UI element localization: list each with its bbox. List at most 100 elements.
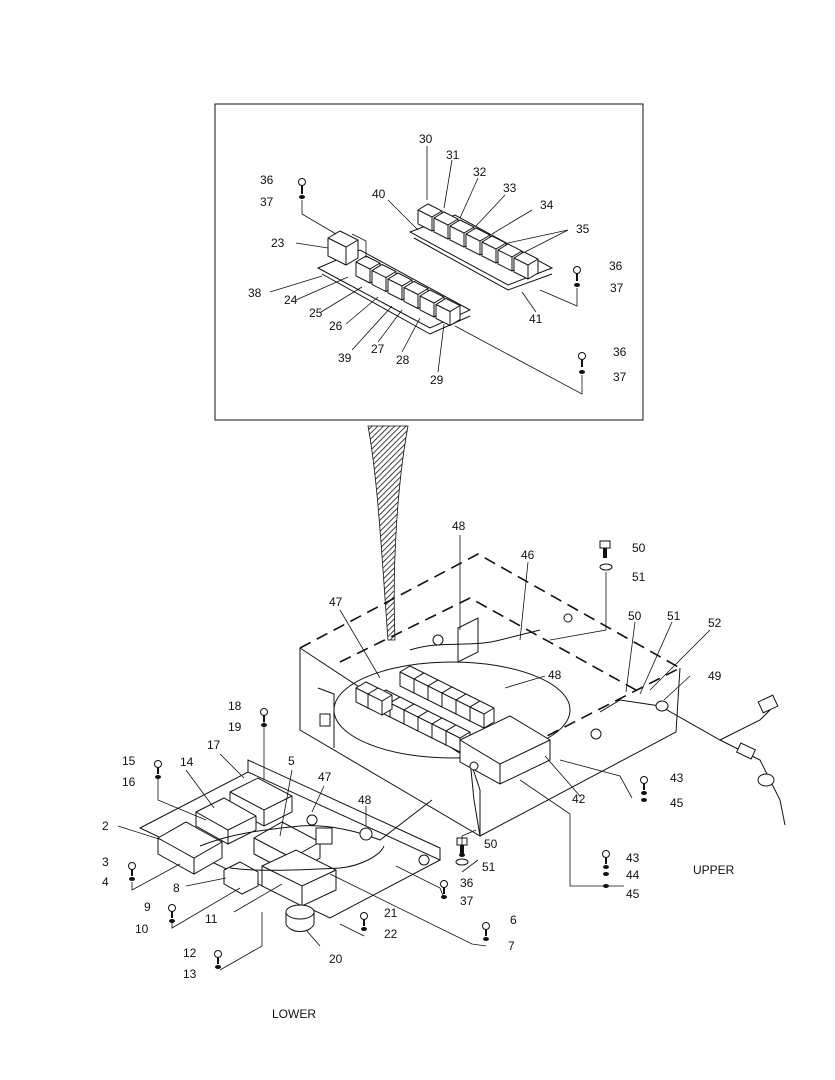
inset-label-25: 25 xyxy=(309,306,323,320)
screw-3 xyxy=(128,862,136,881)
main-label-22: 22 xyxy=(384,927,398,941)
inset-label-26: 26 xyxy=(329,319,343,333)
bracket-48-upper xyxy=(457,617,479,663)
caption-lower: LOWER xyxy=(272,1007,316,1021)
zoom-connector xyxy=(367,425,409,641)
relay-8 xyxy=(223,861,259,895)
main-label-20: 20 xyxy=(329,952,343,966)
inset-label-24: 24 xyxy=(284,293,298,307)
main-label-6: 6 xyxy=(510,913,517,927)
relay-23 xyxy=(327,230,367,266)
main-label-15: 15 xyxy=(122,754,136,768)
module-42 xyxy=(459,715,551,785)
inset-leaders xyxy=(269,146,569,373)
inset-label-40: 40 xyxy=(372,187,386,201)
relay-strip-rear xyxy=(408,203,554,291)
main-label-9: 9 xyxy=(144,900,151,914)
inset-screw-lower-right xyxy=(454,325,586,395)
inset-label-34: 34 xyxy=(540,198,554,212)
caption-upper: UPPER xyxy=(693,863,735,877)
inset-label-33: 33 xyxy=(503,181,517,195)
main-label-14: 14 xyxy=(180,755,194,769)
main-label-51: 51 xyxy=(667,609,681,623)
inset-label-37: 37 xyxy=(613,370,627,384)
inset-label-28: 28 xyxy=(396,353,410,367)
main-label-48: 48 xyxy=(452,519,466,533)
inset-label-37: 37 xyxy=(260,195,274,209)
main-label-45: 45 xyxy=(626,887,640,901)
screw-10 xyxy=(640,776,648,795)
upper-relay-rows xyxy=(355,665,495,753)
main-label-36: 36 xyxy=(460,876,474,890)
main-label-17: 17 xyxy=(207,738,221,752)
inset-label-36: 36 xyxy=(609,259,623,273)
inset-label-39: 39 xyxy=(338,351,352,365)
inset-screw-right xyxy=(539,266,581,307)
washer-3 xyxy=(641,798,647,802)
main-label-21: 21 xyxy=(384,906,398,920)
main-label-51: 51 xyxy=(482,860,496,874)
main-label-37: 37 xyxy=(460,894,474,908)
inset-label-38: 38 xyxy=(248,286,262,300)
upper-relay-back-6 xyxy=(469,700,495,729)
screw-5 xyxy=(214,950,222,969)
main-label-10: 10 xyxy=(135,922,149,936)
relay-2 xyxy=(157,821,223,875)
inset-detail xyxy=(214,103,644,421)
main-label-48: 48 xyxy=(548,668,562,682)
main-label-43: 43 xyxy=(626,851,640,865)
main-label-4: 4 xyxy=(102,875,109,889)
main-label-49: 49 xyxy=(708,669,722,683)
main-label-50: 50 xyxy=(484,837,498,851)
washer-1 xyxy=(603,872,609,876)
inset-label-29: 29 xyxy=(430,373,444,387)
main-label-48: 48 xyxy=(358,793,372,807)
main-label-11: 11 xyxy=(205,912,218,926)
main-label-3: 3 xyxy=(102,855,109,869)
inset-label-41: 41 xyxy=(529,312,543,326)
screw-4 xyxy=(168,904,176,923)
screw-50-top xyxy=(549,540,613,641)
relay-strip-front xyxy=(316,249,472,335)
upper-assembly xyxy=(299,535,786,887)
main-label-47: 47 xyxy=(318,770,332,784)
main-label-13: 13 xyxy=(183,967,197,981)
inset-label-31: 31 xyxy=(446,148,460,162)
inset-label-36: 36 xyxy=(260,173,274,187)
main-label-44: 44 xyxy=(626,868,640,882)
inset-label-36: 36 xyxy=(613,345,627,359)
main-label-52: 52 xyxy=(708,616,722,630)
washer-51-lower xyxy=(455,858,469,866)
main-label-43: 43 xyxy=(670,771,684,785)
main-label-8: 8 xyxy=(173,881,180,895)
main-label-5: 5 xyxy=(288,754,295,768)
main-label-2: 2 xyxy=(102,819,109,833)
inset-label-35: 35 xyxy=(576,222,590,236)
main-label-47: 47 xyxy=(329,595,343,609)
main-label-7: 7 xyxy=(508,939,515,953)
inset-label-23: 23 xyxy=(271,236,285,250)
lower-assembly xyxy=(117,708,648,971)
main-label-50: 50 xyxy=(632,541,646,555)
main-label-50: 50 xyxy=(628,609,642,623)
main-label-42: 42 xyxy=(572,792,586,806)
front-relay-6 xyxy=(435,297,461,327)
main-label-45: 45 xyxy=(670,796,684,810)
inset-label-30: 30 xyxy=(419,132,433,146)
screw-6 xyxy=(482,922,490,941)
main-label-51: 51 xyxy=(632,570,646,584)
main-label-16: 16 xyxy=(122,775,136,789)
relay-47-lower xyxy=(315,827,333,845)
rear-relay-7 xyxy=(513,251,539,280)
main-label-46: 46 xyxy=(521,548,535,562)
buzzer-20 xyxy=(285,904,315,932)
main-label-12: 12 xyxy=(183,946,197,960)
washer-2 xyxy=(603,884,609,888)
inset-label-27: 27 xyxy=(371,342,385,356)
inset-label-32: 32 xyxy=(473,165,487,179)
inset-screw-upper-left xyxy=(298,178,337,235)
main-label-19: 19 xyxy=(228,720,242,734)
upper-relay-left-2 xyxy=(367,687,393,716)
